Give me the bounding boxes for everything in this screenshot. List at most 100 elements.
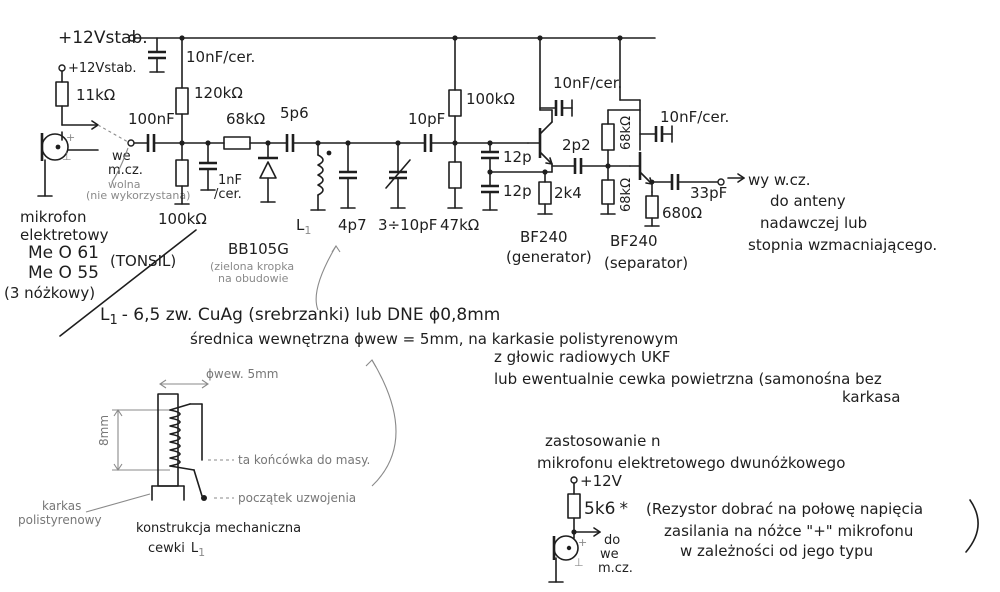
coil-note-start: początek uzwojenia [238,491,356,505]
input-label-1: we [112,149,131,164]
mic-maker: (TONSIL) [110,252,176,270]
svg-text:+: + [66,131,75,144]
svg-text:⊥: ⊥ [574,556,584,569]
coil-spec-line-2: średnica wewnętrzna ϕwew = 5mm, na karka… [190,330,678,348]
cap-decouple-sep: 10nF/cer. [639,108,729,143]
coil-spec-line-3: z głowic radiowych UKF [494,348,670,366]
cap-trimmer-label: 3÷10pF [378,216,437,234]
cap-input-label: 100nF [128,110,175,128]
varicap-part-label: BB105G [228,240,289,258]
cap-trimmer: 3÷10pF [378,142,437,234]
two-wire-to-2: we [600,547,619,562]
cap-decouple-sep-label: 10nF/cer. [660,108,729,126]
resistor-varicap-label: 68kΩ [226,110,265,128]
varicap-note-2: na obudowie [218,272,289,285]
supply-label-main: +12Vstab. [58,28,148,48]
cap-output-label: 33pF [690,184,727,202]
varicap-note-1: (zielona kropka [210,260,294,273]
input-label-2: m.cz. [108,163,143,178]
two-wire-title-2: mikrofonu elektretowego dwunóżkowego [537,454,845,472]
microphone-description: mikrofon elektretowy Me O 61 Me O 55 (TO… [4,208,176,302]
transistor-separator-role: (separator) [604,254,688,272]
coil-dim-height: 8mm [97,415,111,446]
cap-decouple-gen-label: 10nF/cer. [553,74,622,92]
cap-12p-a-label: 12p [503,148,532,166]
transistor-generator-role: (generator) [506,248,592,266]
cap-2p2-label: 2p2 [562,136,591,154]
coil-caption-1: konstrukcja mechaniczna [136,521,301,536]
audio-input: we m.cz. wolna (nie wykorzystana) [86,139,190,202]
feedback-caps: 12p 12p [481,142,546,211]
cap-bypass-top: 10nF/cer. [148,37,255,73]
two-wire-note-2: zasilania na nóżce "+" mikrofonu [664,522,913,540]
coil-form-label-1: karkas [42,499,81,513]
microphone-circuit: +12Vstab. 11kΩ + ⊥ [37,61,137,197]
mic-text: mikrofon [20,208,86,226]
cap-4p7: 4p7 [338,142,367,234]
cap-2p2: 2p2 [551,136,631,174]
generator-divider: 100kΩ 47kΩ [440,37,515,234]
resistor-680-label: 680Ω [662,204,702,222]
resistor-68k-top-label: 68kΩ [619,116,634,150]
svg-text:⊥: ⊥ [62,150,72,163]
resistor-bias-top-label: 120kΩ [194,84,243,102]
mic-model-1: Me O 61 [28,243,99,263]
cap-12p-b-label: 12p [503,182,532,200]
coil-spec-line-1: L1- 6,5 zw. CuAg (srebrzanki) lub DNE ϕ0… [100,305,500,328]
svg-text:+: + [578,536,587,549]
mic-type: elektretowy [20,226,109,244]
resistor-100k-gen-label: 100kΩ [466,90,515,108]
coil-construction-arrow [371,359,397,487]
coil-spec-line-5: karkasa [842,388,900,406]
cap-4p7-label: 4p7 [338,216,367,234]
transistor-generator-part: BF240 [520,228,568,246]
divider-line [59,229,197,337]
varicap-diode: BB105G (zielona kropka na obudowie [210,142,294,285]
cap-bias-type: /cer. [214,187,242,202]
bias-divider: 120kΩ 100kΩ [158,37,243,228]
transistor-generator: 2k4 BF240 (generator) [506,37,592,266]
cap-coupling-label: 5p6 [280,104,309,122]
two-wire-mic-icon: + ⊥ [552,535,587,569]
signal-line: 100nF 68kΩ 5p6 10pF [128,104,529,152]
mic-pins: (3 nóżkowy) [4,284,95,302]
coil-l1: L1 [296,142,332,237]
cap-bias: 1nF /cer. [199,142,242,202]
coil-form-label-2: polistyrenowy [18,513,102,527]
coil-note-ground: ta końcówka do masy. [238,453,370,467]
input-note-1: wolna [108,178,141,191]
resistor-mic-label: 11kΩ [76,86,115,104]
coil-pointer-arrow [315,245,337,311]
coil-specification: L1- 6,5 zw. CuAg (srebrzanki) lub DNE ϕ0… [100,305,900,406]
transistor-separator-part: BF240 [610,232,658,250]
cap-bias-label: 1nF [218,173,242,188]
separator-divider: 68kΩ 68kΩ [600,109,641,215]
resistor-68k-bottom-label: 68kΩ [619,178,634,212]
coil-mechanical-drawing: ϕwew. 5mm 8mm ta końcówka do masy. począ… [18,367,370,559]
two-wire-to-3: m.cz. [598,561,633,576]
resistor-47k-label: 47kΩ [440,216,479,234]
two-wire-to-1: do [604,533,620,548]
two-wire-resistor: 5k6* [584,499,628,519]
coil-dim-width: ϕwew. 5mm [206,367,278,381]
coil-label: L1 [296,216,311,237]
cap-decouple-gen: 10nF/cer. [539,74,622,117]
two-wire-supply: +12V [580,472,623,490]
two-wire-mic-circuit: zastosowanie n mikrofonu elektretowego d… [537,432,979,583]
supply-rail: +12Vstab. [58,28,656,48]
transistor-separator: 680Ω BF240 (separator) [604,37,702,272]
cap-10pf-label: 10pF [408,110,445,128]
coil-spec-line-4: lub ewentualnie cewka powietrzna (samono… [494,370,882,388]
resistor-bias-bottom-label: 100kΩ [158,210,207,228]
output-stage: 33pF wy w.cz. do anteny nadawczej lub st… [670,171,937,254]
two-wire-note-3: w zależności od jego typu [680,542,873,560]
output-line-3: nadawczej lub [760,214,867,232]
two-wire-note-1: (Rezystor dobrać na połowę napięcia [646,500,923,518]
output-line-4: stopnia wzmacniającego. [748,236,937,254]
two-wire-title-1: zastosowanie n [545,432,661,450]
output-line-1: wy w.cz. [748,171,810,189]
mic-model-2: Me O 55 [28,263,99,283]
microphone-icon: + ⊥ [40,131,75,163]
